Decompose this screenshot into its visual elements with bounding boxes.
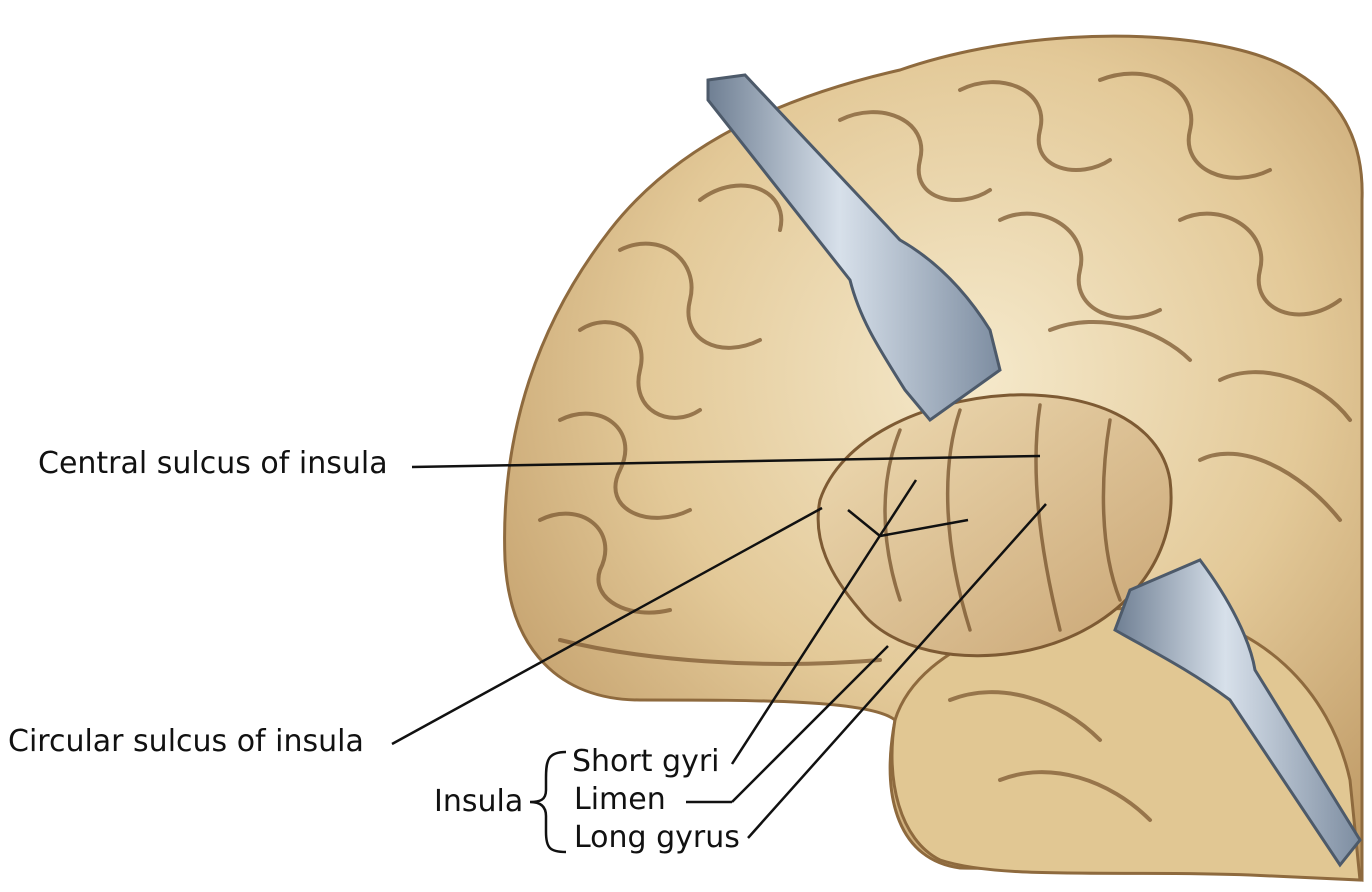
insula-region: [816, 393, 1173, 658]
retractor-tool: [1113, 558, 1362, 868]
label-limen: Limen: [574, 782, 666, 817]
label-insula: Insula: [434, 784, 524, 819]
label-circular-sulcus: Circular sulcus of insula: [8, 724, 364, 759]
retractor-tool: [706, 73, 1002, 423]
leader-lines: [391, 454, 1047, 839]
label-short-gyri: Short gyri: [572, 744, 720, 779]
label-central-sulcus: Central sulcus of insula: [38, 446, 388, 481]
label-long-gyrus: Long gyrus: [574, 820, 740, 855]
insula-brace: [529, 750, 567, 854]
